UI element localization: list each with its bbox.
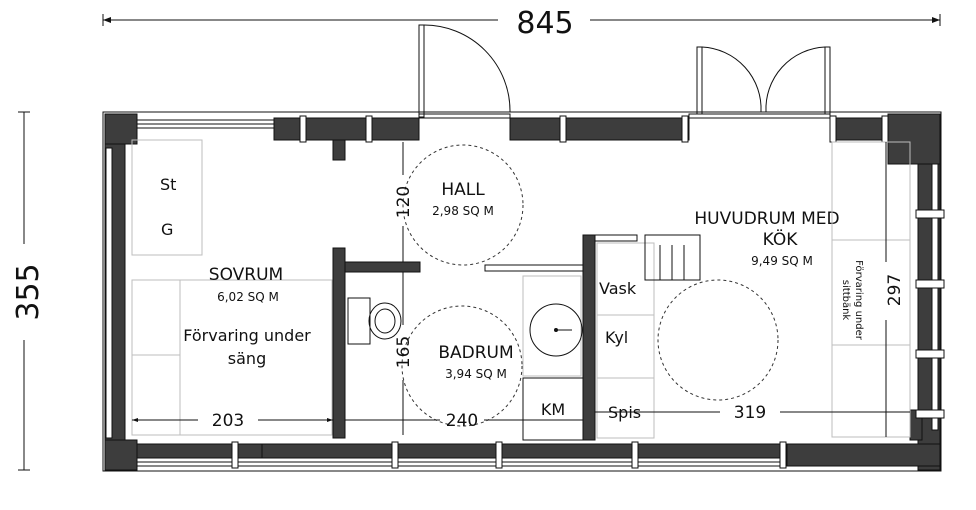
bench-storage-line2: sittbänk [840, 280, 851, 321]
bathroom: BADRUM 3,94 SQ M KM 165 240 [345, 272, 583, 435]
bench-storage-line1: Förvaring under [853, 260, 864, 341]
fridge-label: Kyl [605, 328, 628, 347]
sink-label: Vask [599, 279, 637, 298]
bed-storage-line2: säng [228, 349, 266, 368]
entry-door [418, 24, 511, 118]
main-room-depth-label: 297 [885, 274, 905, 306]
bedroom: St G SOVRUM 6,02 SQ M Förvaring under sä… [131, 139, 333, 436]
bath-depth-label: 165 [394, 336, 414, 368]
double-door [696, 46, 831, 115]
hall-area: 2,98 SQ M [432, 204, 494, 218]
bedroom-area: 6,02 SQ M [217, 290, 279, 304]
hall-depth-label: 120 [394, 186, 414, 218]
bedroom-name: SOVRUM [209, 265, 283, 285]
wall-ticks [231, 115, 945, 469]
bathroom-name: BADRUM [438, 343, 513, 363]
overall-depth-label: 355 [11, 263, 46, 320]
exterior-walls [102, 111, 942, 472]
main-room-name-line2: KÖK [763, 228, 799, 250]
overall-width-dimension: 845 [102, 6, 941, 41]
main-room-name-line1: HUVUDRUM MED [694, 209, 839, 229]
g-unit-label: G [161, 220, 173, 239]
main-room-area: 9,49 SQ M [751, 254, 813, 268]
bath-width-label: 240 [446, 411, 478, 431]
hall: HALL 2,98 SQ M 120 [394, 142, 524, 266]
kitchen-fixtures: Vask Kyl Spis [596, 234, 701, 439]
washer-label: KM [541, 400, 565, 419]
interior-walls [332, 234, 638, 441]
main-room: HUVUDRUM MED KÖK 9,49 SQ M Förvaring und… [595, 141, 911, 438]
bedroom-width-label: 203 [212, 411, 244, 431]
hall-name: HALL [441, 180, 485, 200]
stove-top-label: St [160, 175, 176, 194]
bed-storage-line1: Förvaring under [183, 326, 311, 345]
overall-depth-dimension: 355 [11, 111, 46, 471]
overall-width-label: 845 [516, 6, 573, 41]
kitchen-width-label: 319 [734, 403, 766, 423]
bathroom-area: 3,94 SQ M [445, 367, 507, 381]
